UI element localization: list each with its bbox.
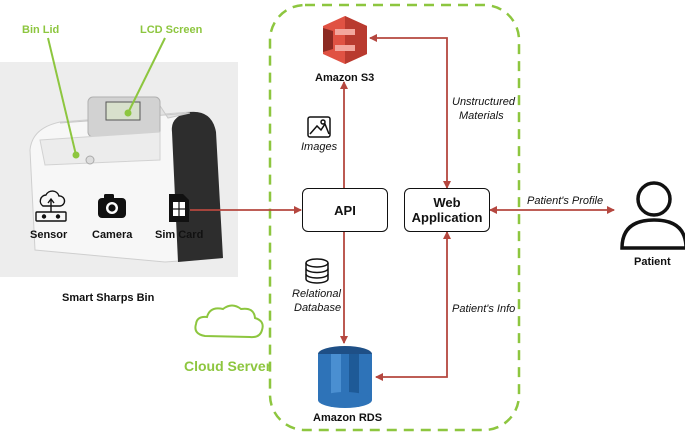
database-icon <box>305 258 329 284</box>
web-application-box: Web Application <box>404 188 490 232</box>
unstructured-materials-line1: Unstructured <box>452 96 515 108</box>
lcd-screen-pointer <box>127 37 166 114</box>
sensor-icon <box>35 190 67 222</box>
web-application-label-line2: Application <box>411 210 483 225</box>
unstructured-materials-line2: Materials <box>459 110 504 122</box>
api-label: API <box>334 202 356 218</box>
images-icon <box>307 116 331 138</box>
api-box: API <box>302 188 388 232</box>
patients-info-label: Patient's Info <box>452 303 516 315</box>
bin-lid-pointer <box>47 37 77 156</box>
arrow-s3-webapp <box>369 34 451 189</box>
sim-card-label: Sim Card <box>155 229 204 241</box>
cloud-server-boundary <box>268 3 521 432</box>
cloud-icon <box>194 304 264 339</box>
sharps-bin-device <box>29 96 223 263</box>
sim-card-icon <box>169 194 189 222</box>
relational-database-label-line2: Database <box>294 302 342 314</box>
patients-profile-label: Patient's Profile <box>527 195 604 207</box>
bin-caption: Smart Sharps Bin <box>62 292 155 304</box>
arrows <box>190 34 615 381</box>
camera-label: Camera <box>92 229 133 241</box>
camera-icon <box>98 194 126 218</box>
relational-database-label-line1: Relational <box>292 288 341 300</box>
sensor-label: Sensor <box>30 229 68 241</box>
amazon-rds-label: Amazon RDS <box>313 412 383 424</box>
web-application-label-line1: Web <box>433 195 461 210</box>
images-label: Images <box>301 141 338 153</box>
patient-icon <box>620 181 685 250</box>
amazon-s3-label: Amazon S3 <box>315 72 375 84</box>
patient-label: Patient <box>634 256 671 268</box>
lcd-screen-label: LCD Screen <box>140 24 203 36</box>
bin-lid-pointer-dot <box>72 151 80 159</box>
bin-lid-label: Bin Lid <box>22 24 60 36</box>
amazon-s3-icon <box>323 16 367 64</box>
arrow-rds-webapp <box>375 231 451 381</box>
lcd-screen-pointer-dot <box>124 109 132 117</box>
cloud-server-label: Cloud Server <box>184 358 272 374</box>
amazon-rds-icon <box>318 346 372 408</box>
